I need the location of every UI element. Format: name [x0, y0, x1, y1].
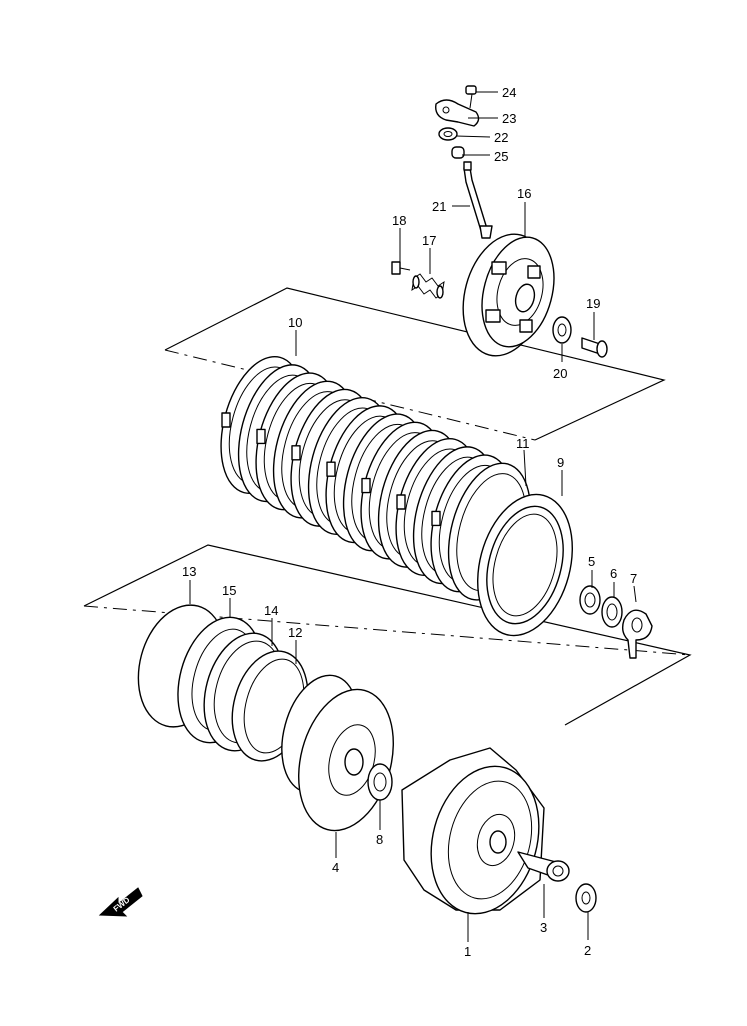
callout-5: 5 [588, 554, 595, 569]
callout-17: 17 [422, 233, 436, 248]
callout-3: 3 [540, 920, 547, 935]
fwd-direction-arrow: FWD [98, 887, 143, 917]
callout-18: 18 [392, 213, 406, 228]
lever-23 [435, 99, 480, 127]
callout-21: 21 [432, 199, 446, 214]
washer-6 [601, 596, 623, 628]
clutch-housing-1 [401, 747, 545, 915]
callout-numbers: 24 23 22 25 21 16 18 17 19 20 10 11 9 5 … [182, 85, 637, 959]
ring-25 [451, 146, 465, 159]
bolt-19 [581, 337, 608, 358]
plate-tab [326, 461, 336, 477]
callout-13: 13 [182, 564, 196, 579]
plate-tab [221, 412, 231, 428]
callout-2: 2 [584, 943, 591, 958]
leader-lines [189, 91, 637, 942]
washer-8 [367, 763, 393, 801]
clutch-plate-stack [220, 355, 532, 601]
plate-tab [256, 428, 266, 445]
nut-5 [579, 585, 601, 615]
spring-17 [411, 273, 445, 299]
callout-22: 22 [494, 130, 508, 145]
callout-19: 19 [586, 296, 600, 311]
callout-23: 23 [502, 111, 516, 126]
callout-4: 4 [332, 860, 339, 875]
callout-7: 7 [630, 571, 637, 586]
bearing-20 [552, 316, 572, 344]
washer-22 [438, 127, 458, 141]
lock-washer-7 [621, 609, 653, 659]
callout-12: 12 [288, 625, 302, 640]
callout-16: 16 [517, 186, 531, 201]
plate-tab [431, 510, 441, 527]
sleeve-3 [517, 851, 570, 882]
callout-10: 10 [288, 315, 302, 330]
callout-25: 25 [494, 149, 508, 164]
callout-6: 6 [610, 566, 617, 581]
callout-15: 15 [222, 583, 236, 598]
plate-tab [291, 445, 301, 461]
bolt-18 [391, 261, 411, 275]
clutch-hub-4 [281, 674, 394, 832]
washer-2 [575, 883, 597, 913]
pressure-plate-16 [462, 233, 555, 357]
plate-tab [396, 494, 406, 510]
callout-1: 1 [464, 944, 471, 959]
callout-9: 9 [557, 455, 564, 470]
callout-11: 11 [516, 436, 530, 451]
callout-24: 24 [502, 85, 516, 100]
friction-ring-9 [477, 493, 573, 637]
push-rod-21 [463, 161, 493, 239]
bolt-24 [465, 85, 477, 109]
callout-14: 14 [264, 603, 278, 618]
callout-8: 8 [376, 832, 383, 847]
hub-set-frame [83, 544, 692, 726]
plate-tab [361, 477, 371, 494]
callout-20: 20 [553, 366, 567, 381]
